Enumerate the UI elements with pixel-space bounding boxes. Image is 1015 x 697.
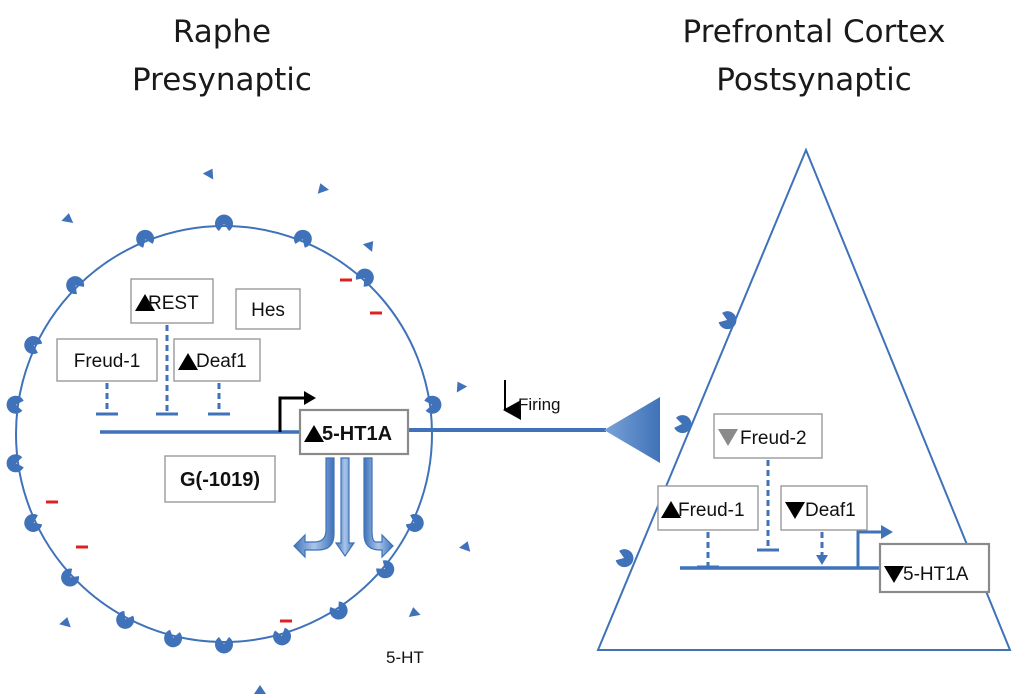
post-5ht1a-label: 5-HT1A — [903, 564, 969, 585]
pyramidal-neuron-outline — [596, 147, 1012, 651]
pre-freud1-box — [56, 338, 158, 382]
title-prefrontal-cortex: Prefrontal Cortex — [683, 14, 946, 50]
serotonin-molecule-icon — [59, 617, 71, 628]
freud2-label: Freud-2 — [740, 428, 807, 449]
receptor-icon — [615, 549, 634, 568]
freud2-down-triangle-icon — [718, 429, 738, 446]
serotonin-molecule-icon — [408, 607, 421, 617]
hes-box — [235, 288, 301, 330]
expression-arrow-center-icon — [334, 457, 356, 558]
receptor-icon — [376, 560, 395, 579]
post-transcription-arrowhead-icon — [881, 525, 893, 539]
title-postsynaptic: Postsynaptic — [716, 62, 912, 98]
receptor-icon — [215, 637, 233, 654]
post-freud1-up-triangle-icon — [661, 501, 681, 518]
pre-5ht1a-label: 5-HT1A — [322, 423, 392, 445]
firing-label: Firing — [518, 395, 561, 414]
raphe-neuron-membrane — [15, 225, 433, 643]
pre-deaf1-up-triangle-icon — [178, 353, 198, 370]
post-transcription-start-arrow-icon — [856, 530, 882, 568]
post-deaf1-down-triangle-icon — [785, 502, 805, 519]
hes-label: Hes — [251, 300, 285, 321]
expression-arrows — [293, 457, 394, 559]
receptor-group — [6, 214, 737, 654]
expression-arrow-right-icon — [363, 457, 394, 559]
post-5ht1a-down-triangle-icon — [884, 566, 904, 583]
axon-terminal-cone — [604, 397, 660, 463]
serotonin-label: 5-HT — [386, 648, 424, 667]
serotonin-molecule-icon — [202, 168, 214, 180]
post-freud1-box — [657, 485, 759, 531]
receptor-icon — [24, 513, 43, 532]
receptor-icon — [405, 513, 424, 532]
receptor-icon — [215, 214, 233, 231]
receptor-icon — [6, 395, 24, 414]
g1019-box — [164, 455, 276, 503]
serotonin-molecule-icon — [362, 241, 374, 252]
receptor-icon — [24, 336, 43, 355]
serotonin-molecule-icon — [254, 685, 266, 694]
receptor-icon — [674, 415, 692, 434]
serotonin-molecule-icon — [317, 183, 330, 194]
serotonin-molecule-icon — [61, 213, 74, 223]
rest-up-triangle-icon — [135, 294, 155, 311]
receptor-icon — [61, 568, 80, 587]
receptor-icon — [329, 601, 348, 620]
receptor-icon — [293, 229, 312, 248]
receptor-icon — [273, 627, 291, 646]
inhibition-marks — [46, 278, 382, 623]
g1019-label: G(-1019) — [180, 469, 260, 491]
receptor-icon — [6, 454, 24, 473]
receptor-icon — [136, 229, 155, 248]
post-deaf1-label: Deaf1 — [805, 500, 856, 521]
receptor-icon — [66, 276, 85, 295]
pre-deaf1-label: Deaf1 — [196, 351, 247, 372]
post-freud1-label: Freud-1 — [678, 500, 745, 521]
title-presynaptic: Presynaptic — [132, 62, 312, 98]
pre-freud1-label: Freud-1 — [74, 351, 141, 372]
serotonin-molecule-icon — [458, 541, 471, 552]
expression-arrow-left-icon — [293, 457, 335, 559]
title-raphe: Raphe — [173, 14, 271, 50]
receptor-icon — [355, 268, 374, 287]
receptor-icon — [718, 311, 737, 330]
serotonin-molecule-group — [59, 168, 471, 694]
pre-5ht1a-up-triangle-icon — [304, 425, 324, 442]
receptor-icon — [424, 395, 442, 414]
pre-transcription-arrowhead-icon — [304, 391, 316, 405]
serotonin-molecule-icon — [456, 381, 468, 393]
receptor-icon — [164, 629, 183, 648]
post-deaf1-activation-arrowhead-icon — [816, 555, 828, 565]
receptor-icon — [116, 610, 135, 629]
pre-transcription-start-arrow-icon — [278, 396, 305, 432]
rest-label: REST — [148, 293, 199, 314]
